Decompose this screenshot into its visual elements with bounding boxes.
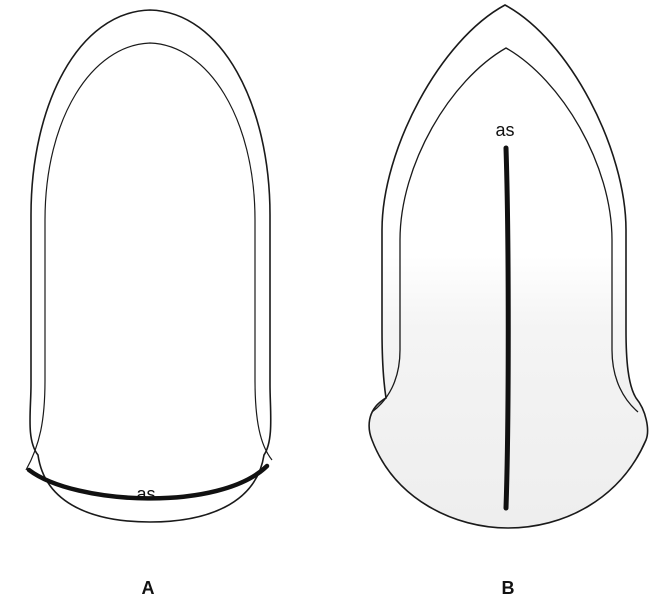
figure-a-as-label: as	[136, 484, 155, 504]
figure-b-label: B	[502, 578, 515, 598]
figure-b-as-line	[506, 148, 508, 508]
figure-a: as A	[26, 10, 272, 598]
figure-a-outer-outline	[30, 10, 271, 522]
figure-b-as-label: as	[495, 120, 514, 140]
figure-a-label: A	[142, 578, 155, 598]
figure-b: as B	[369, 5, 647, 598]
